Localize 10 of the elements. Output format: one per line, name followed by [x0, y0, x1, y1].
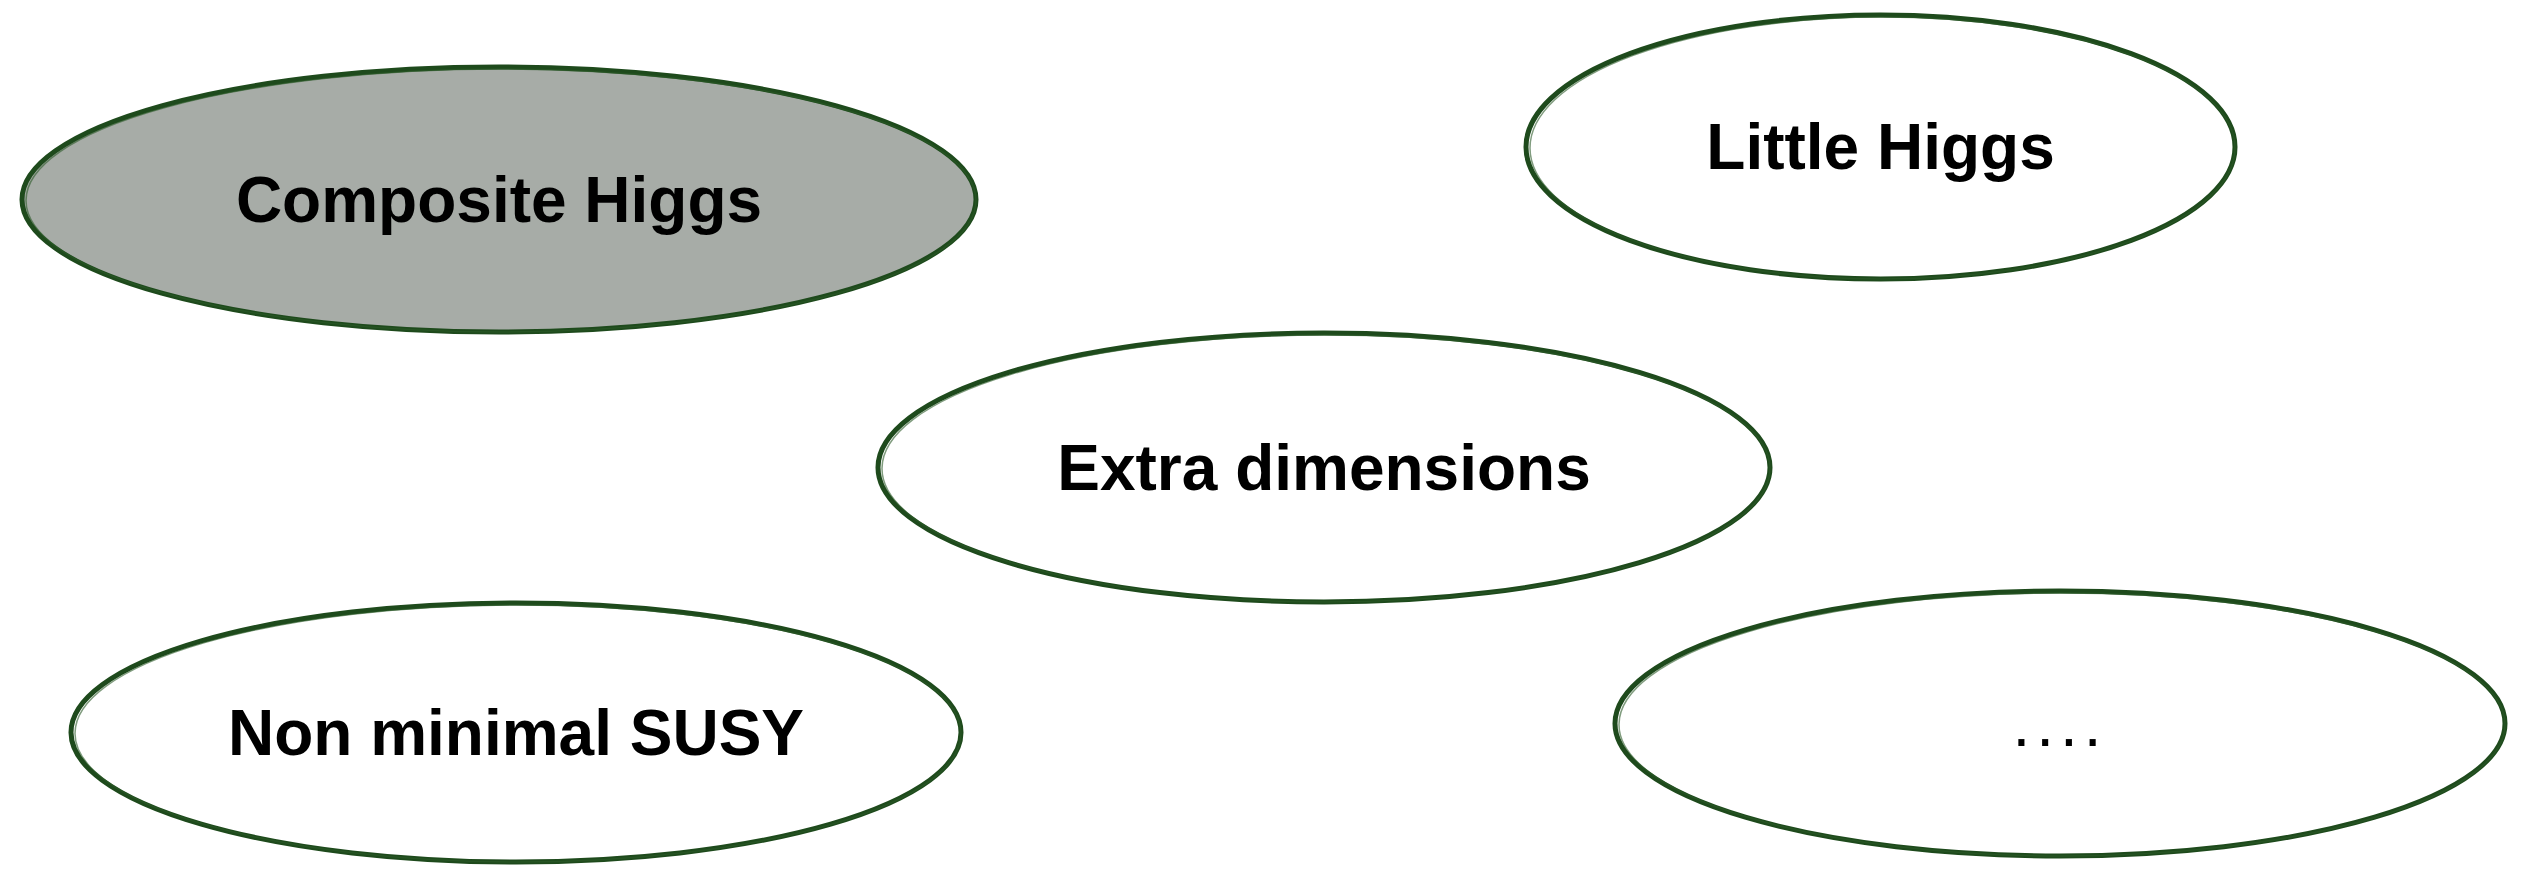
ellipse-node	[1523, 12, 2238, 282]
ellipse-node	[19, 64, 979, 335]
ellipse-node	[1612, 588, 2508, 859]
node-label: ....	[2012, 686, 2108, 761]
node-label: Non minimal SUSY	[227, 695, 805, 770]
ellipse-node	[68, 600, 964, 865]
node-label: Extra dimensions	[1057, 430, 1591, 505]
ellipse-node	[875, 330, 1773, 605]
node-label: Little Higgs	[1706, 110, 2055, 184]
node-label: Composite Higgs	[235, 162, 763, 237]
